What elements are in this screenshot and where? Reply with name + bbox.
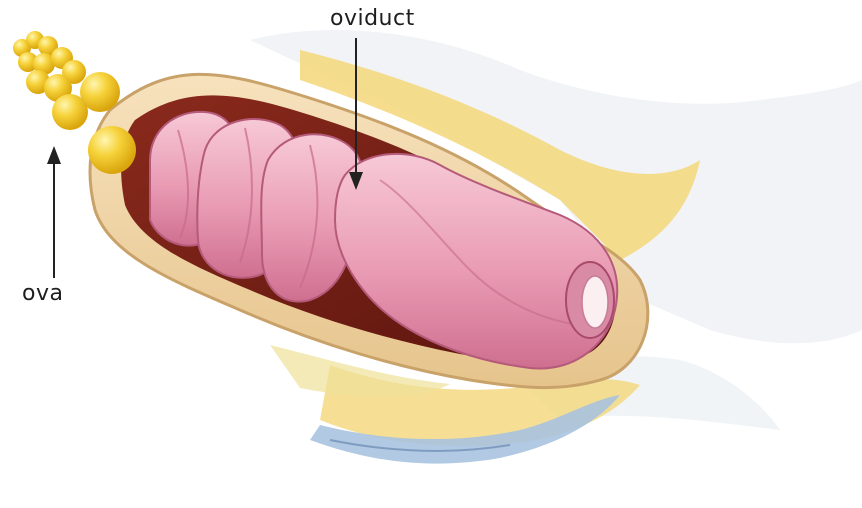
arrow-up-icon <box>47 146 61 164</box>
ova-label: ova <box>22 281 63 306</box>
released-ovum <box>88 126 136 174</box>
oviduct-label: oviduct <box>330 6 415 31</box>
ova-pointer <box>47 146 61 278</box>
